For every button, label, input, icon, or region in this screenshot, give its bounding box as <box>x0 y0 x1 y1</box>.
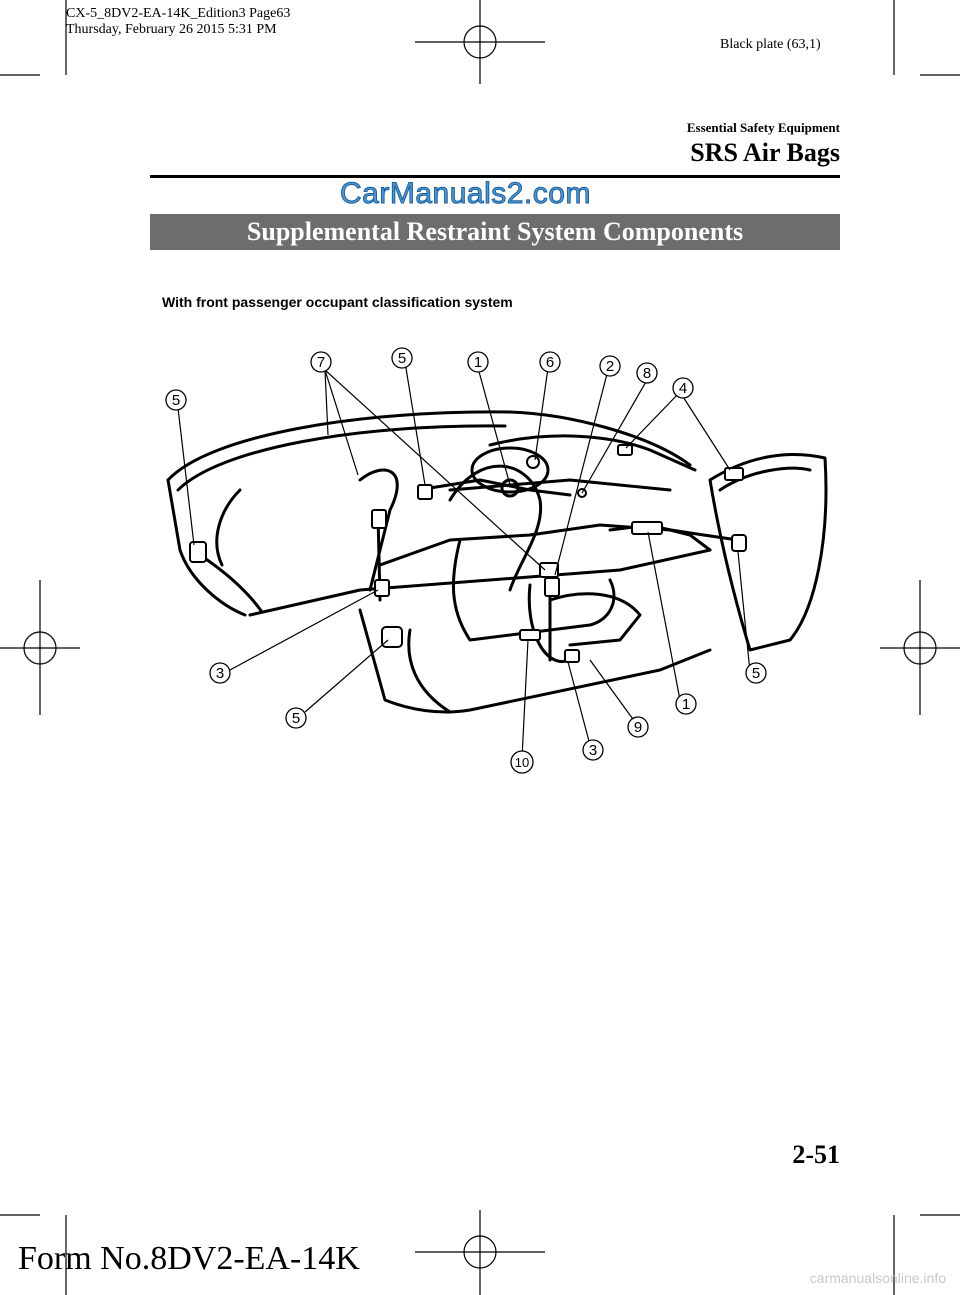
callout-6-label: 6 <box>546 354 554 371</box>
callout-2: 2 <box>599 355 621 377</box>
page-title: SRS Air Bags <box>690 138 840 167</box>
door-sensor-rear <box>381 626 403 648</box>
callout-1-label: 1 <box>682 696 690 713</box>
plate-label: Black plate (63,1) <box>720 37 821 52</box>
callout-6: 6 <box>539 351 561 373</box>
side-sensor-bpillar <box>417 484 433 500</box>
callout-3-label: 3 <box>589 742 597 759</box>
callout-1a: 1 <box>467 351 489 373</box>
door-sensor-front <box>731 534 747 552</box>
callout-3-label: 3 <box>216 665 224 682</box>
callout-3b: 3 <box>582 739 604 761</box>
callout-8: 8 <box>636 362 658 384</box>
passenger-airbag-module <box>631 521 663 535</box>
callout-5d: 5 <box>745 662 767 684</box>
knee-sensor <box>617 444 633 456</box>
callout-5a: 5 <box>391 347 413 369</box>
section-title: Essential Safety Equipment <box>686 120 840 135</box>
pretensioner-front <box>544 577 560 597</box>
callout-4-label: 4 <box>679 380 687 397</box>
callout-1b: 1 <box>675 693 697 715</box>
side-airbag-sensor-rear-left <box>189 541 207 563</box>
callout-5b: 5 <box>165 389 187 411</box>
callout-4: 4 <box>672 377 694 399</box>
srs-components-diagram: 7 5 1 6 2 8 4 5 3 5 1 5 9 3 10 <box>165 347 828 774</box>
section-banner: Supplemental Restraint System Components <box>150 214 840 250</box>
diagram-subheading: With front passenger occupant classifica… <box>162 294 513 310</box>
callout-leaders <box>177 361 751 759</box>
print-info-line1: CX-5_8DV2-EA-14K_Edition3 Page63 <box>66 6 291 21</box>
form-number: Form No.8DV2-EA-14K <box>18 1240 360 1277</box>
callout-10-label: 10 <box>515 755 529 770</box>
srs-components <box>189 444 747 663</box>
callout-3a: 3 <box>209 662 231 684</box>
callout-9: 9 <box>627 716 649 738</box>
front-sensor <box>724 467 744 481</box>
print-info-line2: Thursday, February 26 2015 5:31 PM <box>66 22 277 37</box>
callout-9-label: 9 <box>634 719 642 736</box>
driver-airbag-indicator <box>526 455 540 469</box>
callout-10: 10 <box>510 750 534 774</box>
callout-7-label: 7 <box>317 354 325 371</box>
callout-5c: 5 <box>285 707 307 729</box>
occupant-classification-module <box>519 629 541 641</box>
callout-8-label: 8 <box>643 365 651 382</box>
watermark-logo: CarManuals2.com <box>340 177 591 211</box>
callout-5-label: 5 <box>752 665 760 682</box>
callout-7: 7 <box>310 351 332 373</box>
buckle-switch <box>564 649 580 663</box>
callout-5-label: 5 <box>172 392 180 409</box>
curtain-module-left <box>371 509 387 529</box>
header-rule <box>150 175 840 178</box>
callout-1-label: 1 <box>474 354 482 371</box>
callout-5-label: 5 <box>292 710 300 727</box>
callout-5-label: 5 <box>398 350 406 367</box>
page-number: 2-51 <box>792 1140 840 1169</box>
vehicle-outline <box>166 410 828 714</box>
callout-2-label: 2 <box>606 358 614 375</box>
pretensioner-left <box>374 579 390 597</box>
source-watermark: carmanualsonline.info <box>809 1270 946 1286</box>
